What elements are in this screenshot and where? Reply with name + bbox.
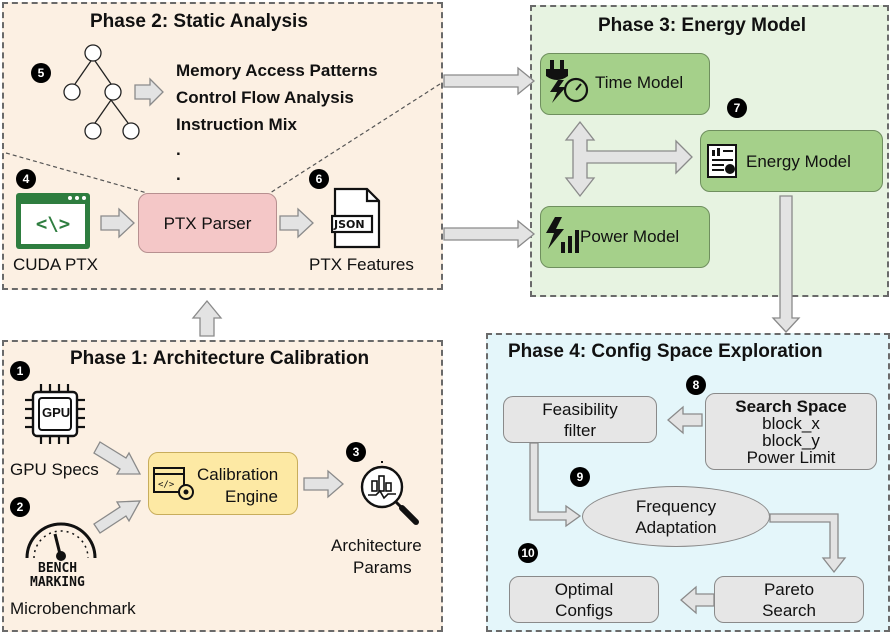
bench-label-line2: MARKING — [30, 575, 85, 590]
badge-2: 2 — [10, 497, 30, 517]
arrow-to-power-model — [443, 219, 536, 249]
arrow-parser-to-features — [279, 207, 314, 239]
json-file-icon — [331, 187, 381, 249]
ptx-features-label: PTX Features — [309, 255, 414, 274]
search-item-block-x: block_x — [762, 413, 820, 433]
arrow-phase1-to-phase2 — [191, 299, 223, 337]
optimal-configs-box: Optimal Configs — [509, 576, 659, 623]
arrow-time-power-energy — [564, 120, 693, 198]
calibration-label-line1: Calibration — [197, 465, 279, 484]
benchmark-gauge-icon — [25, 522, 97, 561]
search-space-title: Search Space — [735, 396, 847, 416]
arrow-energy-to-phase4 — [771, 195, 801, 333]
timer-plug-icon — [546, 60, 589, 103]
feasibility-label-line2: filter — [563, 420, 597, 440]
analysis-control-flow: Control Flow Analysis — [176, 88, 354, 107]
code-glyph: <\> — [35, 213, 71, 235]
badge-10: 10 — [518, 543, 538, 563]
microbenchmark-label: Microbenchmark — [10, 599, 136, 618]
magnifier-chart-icon — [360, 461, 419, 525]
gpu-chip-icon — [25, 384, 85, 444]
pareto-label-line2: Search — [762, 600, 816, 620]
optimal-label-line2: Configs — [555, 600, 613, 620]
frequency-adaptation-ellipse: Frequency Adaptation — [582, 486, 770, 547]
arrow-cuda-to-parser — [100, 207, 135, 239]
gpu-specs-label: GPU Specs — [10, 460, 99, 479]
badge-5: 5 — [31, 63, 51, 83]
ptx-parser-box: PTX Parser — [138, 193, 277, 253]
pareto-search-box: Pareto Search — [714, 576, 864, 623]
power-bars-icon — [546, 217, 579, 253]
arrow-frequency-to-pareto — [769, 513, 847, 574]
zoom-guide-left — [5, 152, 148, 194]
badge-4: 4 — [16, 169, 36, 189]
arrow-calibration-to-arch — [303, 469, 344, 499]
call-graph-icon — [63, 44, 140, 140]
arrow-pareto-to-optimal — [680, 585, 715, 615]
analysis-memory: Memory Access Patterns — [176, 61, 378, 80]
arrow-gpu-to-calibration — [93, 441, 142, 475]
search-item-block-y: block_y — [762, 430, 820, 450]
frequency-label-line2: Adaptation — [635, 517, 717, 537]
arrow-graph-to-analysis — [134, 77, 164, 107]
phase1-title: Phase 1: Architecture Calibration — [70, 348, 370, 369]
json-label: JSON — [334, 218, 365, 231]
energy-report-icon — [707, 144, 737, 178]
zoom-guide-right — [269, 83, 441, 194]
arch-params-line2: Params — [353, 558, 412, 577]
arrow-to-time-model — [443, 66, 536, 96]
cuda-ptx-label: CUDA PTX — [13, 255, 99, 274]
arrow-search-to-feasibility — [667, 405, 703, 435]
power-model-label: Power Model — [580, 227, 680, 246]
feasibility-label-line1: Feasibility — [542, 399, 618, 419]
pareto-label-line1: Pareto — [763, 579, 815, 599]
arrow-bench-to-calibration — [93, 500, 142, 534]
badge-7: 7 — [727, 98, 747, 118]
badge-3: 3 — [346, 442, 366, 462]
phase3-title: Phase 3: Energy Model — [598, 15, 807, 36]
badge-8: 8 — [686, 375, 706, 395]
time-model-box — [540, 53, 710, 115]
analysis-instruction-mix: Instruction Mix — [176, 115, 297, 134]
phase2-title: Phase 2: Static Analysis — [90, 11, 308, 32]
time-model-label: Time Model — [595, 73, 684, 92]
analysis-ellipsis-1: . — [176, 140, 181, 159]
arrow-feasibility-to-frequency — [529, 442, 582, 528]
calibration-engine-box — [148, 452, 298, 515]
feasibility-filter-box: Feasibility filter — [503, 396, 657, 443]
phase4-title: Phase 4: Config Space Exploration — [508, 341, 823, 362]
badge-6: 6 — [309, 169, 329, 189]
calibration-label-line2: Engine — [225, 487, 278, 506]
arch-params-line1: Architecture — [331, 536, 422, 555]
search-item-power-limit: Power Limit — [746, 447, 836, 467]
analysis-ellipsis-2: . — [176, 165, 181, 184]
frequency-label-line1: Frequency — [635, 496, 717, 516]
search-space-box: Search Space block_x block_y Power Limit — [705, 393, 877, 470]
svg-text:</>: </> — [158, 480, 175, 490]
energy-model-label: Energy Model — [746, 152, 851, 171]
gpu-chip-label: GPU — [42, 405, 71, 420]
ptx-parser-label: PTX Parser — [163, 213, 252, 233]
badge-1: 1 — [10, 361, 30, 381]
badge-9: 9 — [570, 467, 590, 487]
code-window-icon: <\> — [16, 193, 90, 249]
bench-label-line1: BENCH — [38, 561, 78, 576]
code-gear-icon: </> — [153, 467, 194, 500]
optimal-label-line1: Optimal — [554, 579, 614, 599]
